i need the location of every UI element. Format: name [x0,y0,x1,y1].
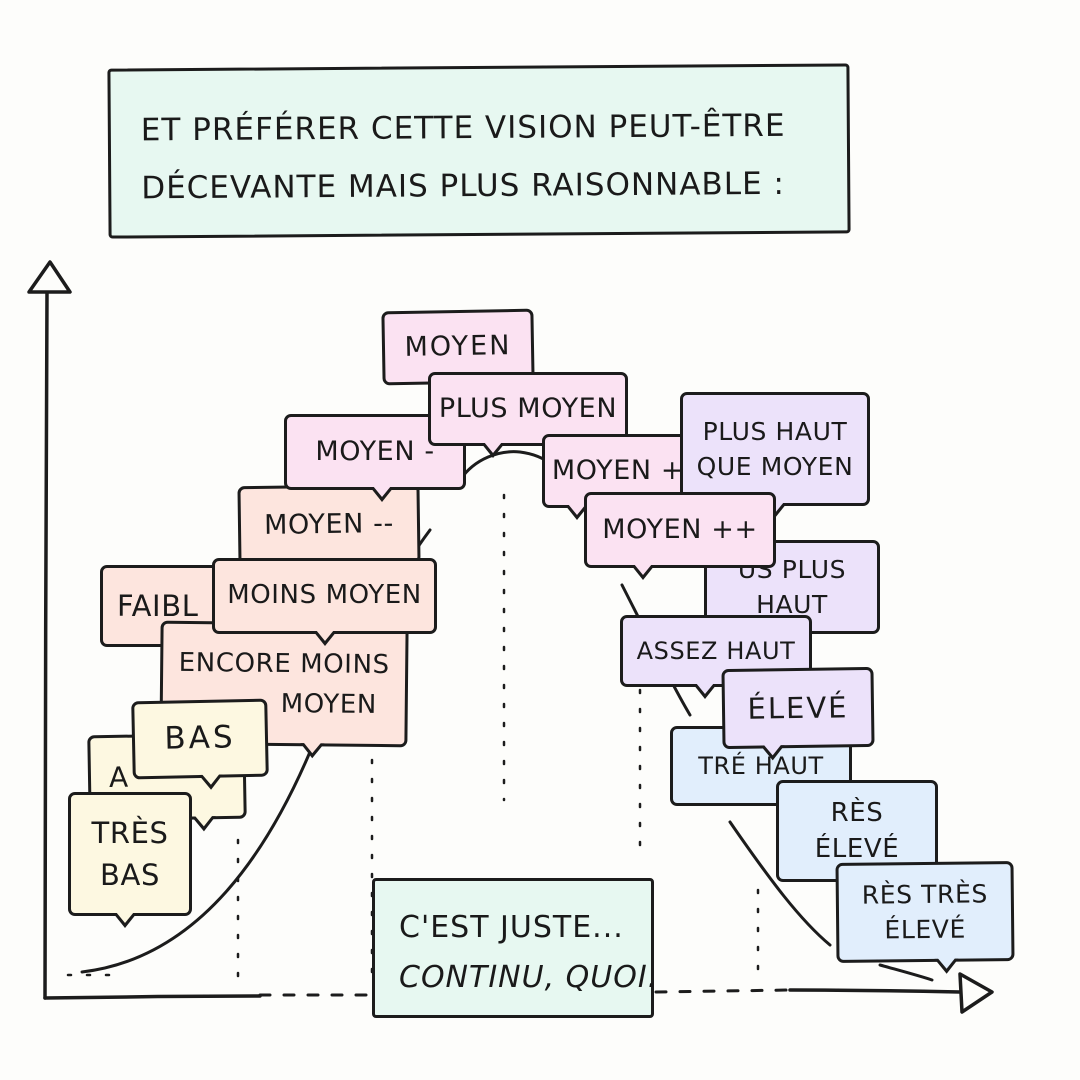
y-axis-arrowhead [27,260,72,294]
bubble-moins-moyen: Moins moyen [212,558,437,646]
bubble-plus-haut-que-moyen: Plus haut que moyen [680,392,870,518]
x-axis-dashed-baseline [258,988,792,997]
caption-line-1: C'est juste... [399,910,624,945]
caption-panel: C'est juste... continu, quoi. [372,878,659,1018]
y-axis [27,260,72,1000]
dashed-gridlines [66,493,760,984]
x-axis [43,972,994,1014]
bubble-bas: Bas [131,698,269,780]
bubble-moyen-plus-plus: Moyen ++ [584,492,776,580]
title-line-2: décevante mais plus raisonnable : [141,165,786,207]
bubble-tres-tres-eleve: rès très élevé [835,861,1015,963]
bubble-plus-moyen: Plus moyen [428,372,628,458]
bubble-eleve: Élevé [721,666,875,750]
bubble-tres-bas: Très bas [68,792,192,928]
x-axis-arrowhead [958,972,994,1014]
title-line-1: Et préférer cette vision peut-être [140,107,786,149]
title-panel: Et préférer cette vision peut-être décev… [107,63,851,239]
caption-line-2: continu, quoi. [399,960,659,995]
